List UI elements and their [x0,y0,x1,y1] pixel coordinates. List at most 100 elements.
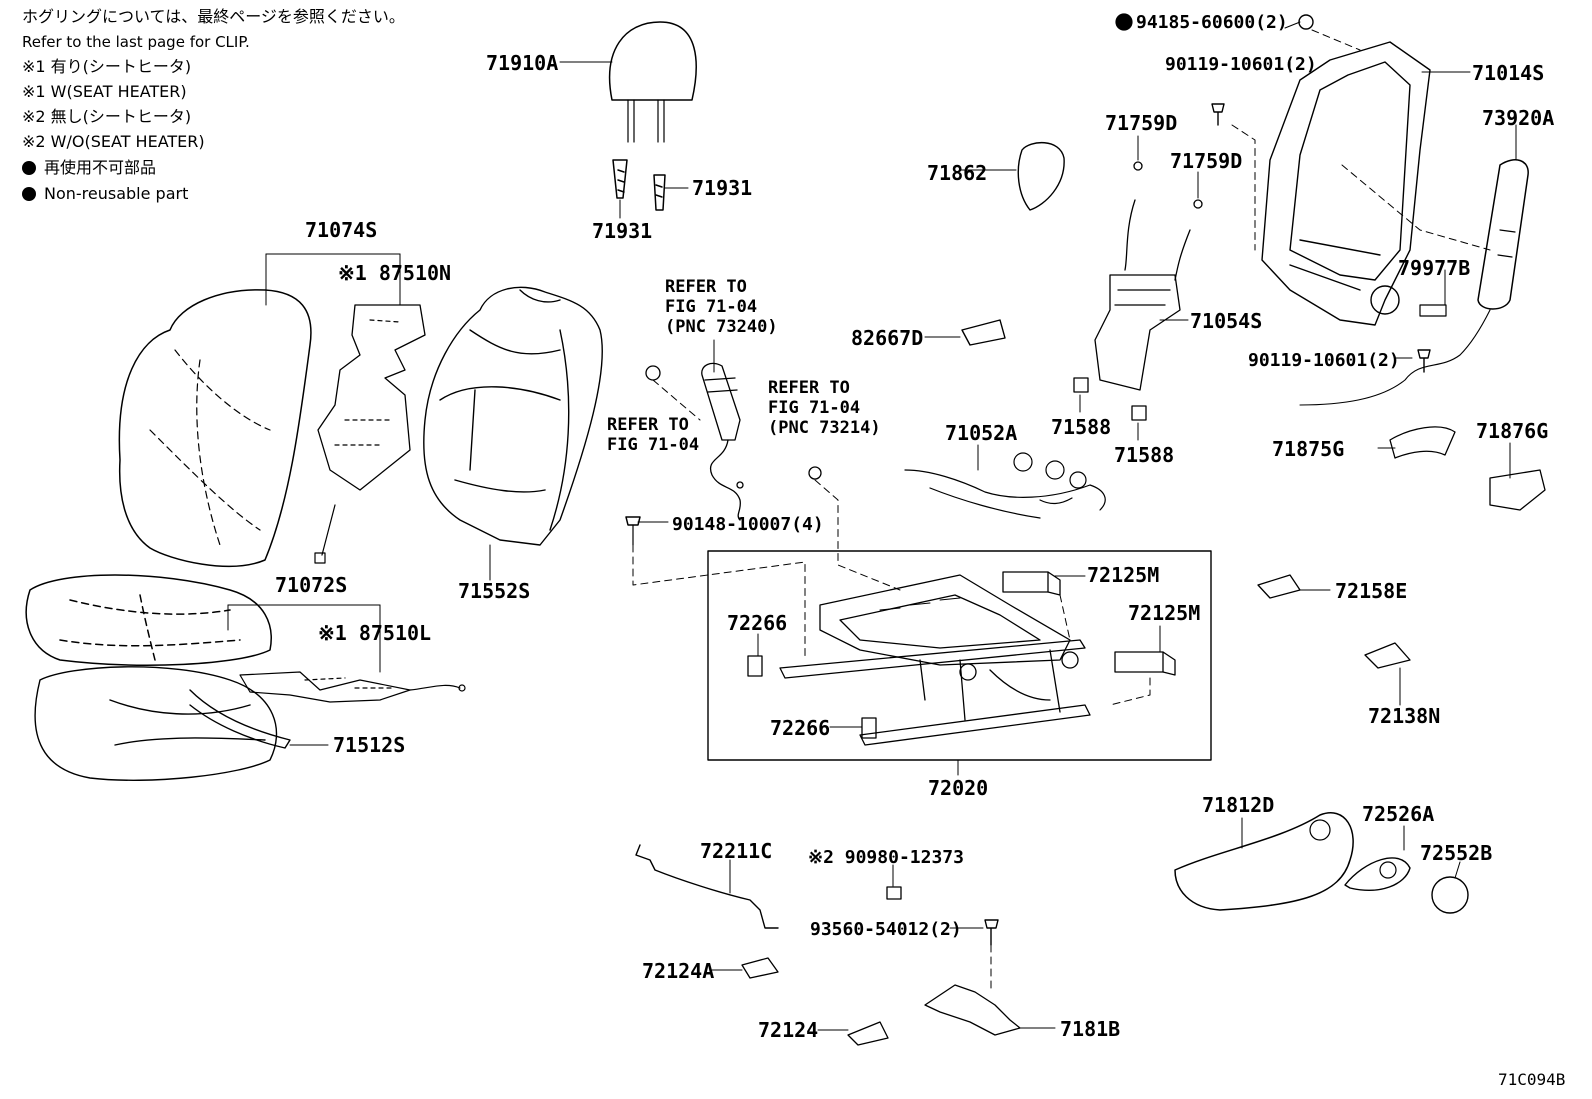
seatback-frame-drawing [1261,41,1431,326]
refer-73214-line1: REFER TO [768,378,850,398]
knob-72526A-center [1379,861,1397,879]
cover-72124A-drawing [741,957,779,979]
bolt-90148-drawing [625,516,641,546]
label-72125M-upper: 72125M [1087,563,1159,587]
refer-73240-line3: (PNC 73240) [665,317,778,337]
label-72526A: 72526A [1362,802,1434,826]
bracket-7181B-drawing [924,984,1021,1036]
refer-73214-line3: (PNC 73214) [768,418,881,438]
label-71910A: 71910A [486,51,558,75]
label-72020: 72020 [928,776,988,800]
shield-knob-hole [1309,819,1331,841]
nonreuse-legend-en: Non-reusable part [22,181,188,206]
label-72125M-lower: 72125M [1128,601,1200,625]
label-72266-lower: 72266 [770,716,830,740]
label-90119-lower: 90119-10601(2) [1248,350,1400,371]
seat-track-bracket-drawings [747,571,1176,739]
label-82667D: 82667D [851,326,923,350]
clip-71588-drawings [1073,377,1147,421]
label-72552B: 72552B [1420,841,1492,865]
note1-jp: ※1 有り(シートヒータ) [22,57,192,76]
seatback-heater-drawing [314,304,426,564]
seatbelt-buckle-drawing [645,362,822,521]
label-93560: 93560-54012(2) [810,919,962,940]
label-72138N: 72138N [1368,704,1440,728]
note1-en: ※1 W(SEAT HEATER) [22,82,187,101]
label-71931-bottom: 71931 [592,219,652,243]
cover-82667D-drawing [961,319,1006,346]
bracket-71876G-drawing [1489,469,1546,511]
label-94185: 94185-60600(2) [1136,12,1288,33]
label-71876G: 71876G [1476,419,1548,443]
label-71588-right: 71588 [1114,443,1174,467]
label-72266-upper: 72266 [727,611,787,635]
cover-72158E-drawing [1257,574,1301,599]
seatback-pad-drawing [423,286,603,546]
nonreuse-en-text: Non-reusable part [44,184,189,203]
seat-harness-drawing [904,452,1106,519]
label-7181B: 7181B [1060,1017,1120,1041]
cover-72138N-drawing [1364,642,1411,669]
seat-shield-drawing [1174,812,1354,911]
label-71074S: 71074S [305,218,377,242]
seatback-cover-drawing [118,289,312,567]
headrest-guide-drawings [612,159,666,211]
label-71588-left: 71588 [1051,415,1111,439]
bolt-90119-upper-drawing [1211,103,1225,126]
cap-72552B-drawing [1431,876,1469,914]
figure-code: 71C094B [1498,1070,1565,1089]
refer-73240-line2: FIG 71-04 [665,297,757,317]
headrest-drawing [608,21,697,143]
seat-adjuster-drawing [779,574,1091,746]
seat-heater-drawing [239,671,466,703]
label-71759D-right: 71759D [1170,149,1242,173]
label-87510L: ※1 87510L [318,621,431,645]
seat-cushion-cover-drawing [25,574,272,666]
airbag-harness-drawing [1299,309,1491,406]
refer-fig-line2: FIG 71-04 [607,435,699,455]
label-71875G: 71875G [1272,437,1344,461]
label-71512S: 71512S [333,733,405,757]
label-71812D: 71812D [1202,793,1274,817]
label-79977B: 79977B [1398,256,1470,280]
rod-72211C-drawing [635,844,779,929]
nonreuse-legend-jp: 再使用不可部品 [22,155,156,180]
label-71072S: 71072S [275,573,347,597]
label-72211C: 72211C [700,839,772,863]
label-71931-right: 71931 [692,176,752,200]
dashed-assembly-lines [632,29,1491,991]
nonreuse-jp-text: 再使用不可部品 [44,158,157,177]
refer-73240-line1: REFER TO [665,277,747,297]
label-71862: 71862 [927,161,987,185]
cover-72124-drawing [847,1021,889,1046]
nonreusable-dot-icon [22,161,36,175]
refer-fig-line1: REFER TO [607,415,689,435]
note2-en: ※2 W/O(SEAT HEATER) [22,132,205,151]
label-90119-upper: 90119-10601(2) [1165,54,1317,75]
nonreusable-dot-icon [22,187,36,201]
clip-note-jp: ホグリングについては、最終ページを参照ください。 [22,7,405,26]
label-71014S: 71014S [1472,61,1544,85]
label-90980: ※2 90980-12373 [808,847,964,868]
label-72124: 72124 [758,1018,818,1042]
seatback-cover-panel-drawing [1017,142,1065,211]
label-71552S: 71552S [458,579,530,603]
nonreusable-dot-icon [1115,13,1133,31]
label-87510N: ※1 87510N [338,261,451,285]
screw-93560-drawing [984,919,999,946]
label-90148: 90148-10007(4) [672,514,824,535]
airbag-detail [1497,229,1516,258]
bolt-90119-lower-drawing [1417,349,1431,373]
leader-lines [227,21,1517,1031]
note2-jp: ※2 無し(シートヒータ) [22,107,192,126]
side-airbag-drawing [1477,159,1529,310]
clip-note-en: Refer to the last page for CLIP. [22,33,250,51]
label-79977B-drawing [1419,304,1447,317]
seat-adjuster-outline [707,550,1212,761]
label-71052A: 71052A [945,421,1017,445]
knob-72526A-drawing [1344,857,1411,891]
nut-94185-drawing [1298,14,1314,30]
seat-cushion-pad-drawing [34,666,291,781]
lumbar-support-drawing [1094,161,1203,391]
